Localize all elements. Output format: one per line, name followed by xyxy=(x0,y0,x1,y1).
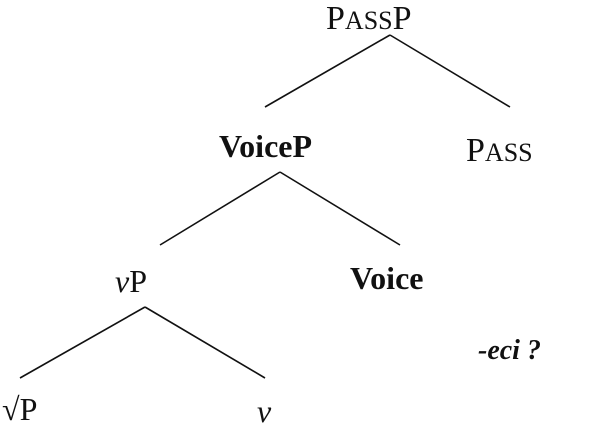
pass-smallcaps: ASS xyxy=(484,138,533,167)
edge-vp-rootp xyxy=(19,306,146,379)
node-voicep: VoiceP xyxy=(219,130,312,162)
v-label: v xyxy=(257,393,272,429)
node-voice: Voice xyxy=(350,262,423,294)
rootp-roman: P xyxy=(19,391,38,427)
edge-voicep-vp xyxy=(159,171,281,246)
edge-vp-v xyxy=(144,306,266,379)
node-vp: vP xyxy=(115,265,147,297)
edge-voicep-voice xyxy=(279,171,401,246)
node-passp: PASSP xyxy=(326,2,412,36)
passp-smallcaps: ASS xyxy=(344,6,393,35)
edge-passp-pass xyxy=(389,34,511,108)
pass-initial: P xyxy=(466,132,485,169)
passp-final: P xyxy=(392,0,412,37)
vp-roman: P xyxy=(129,263,147,299)
voicep-label: VoiceP xyxy=(219,128,313,164)
voice-label: Voice xyxy=(350,260,424,296)
node-affix-eci: -eci ? xyxy=(478,337,541,365)
node-rootp: √P xyxy=(2,393,37,425)
affix-label: -eci ? xyxy=(478,335,541,366)
passp-initial: P xyxy=(326,0,345,37)
node-v: v xyxy=(257,395,271,427)
edge-passp-voicep xyxy=(264,34,391,108)
radical-sign: √ xyxy=(2,391,20,427)
vp-italic: v xyxy=(115,263,130,299)
node-pass: PASS xyxy=(466,134,533,168)
